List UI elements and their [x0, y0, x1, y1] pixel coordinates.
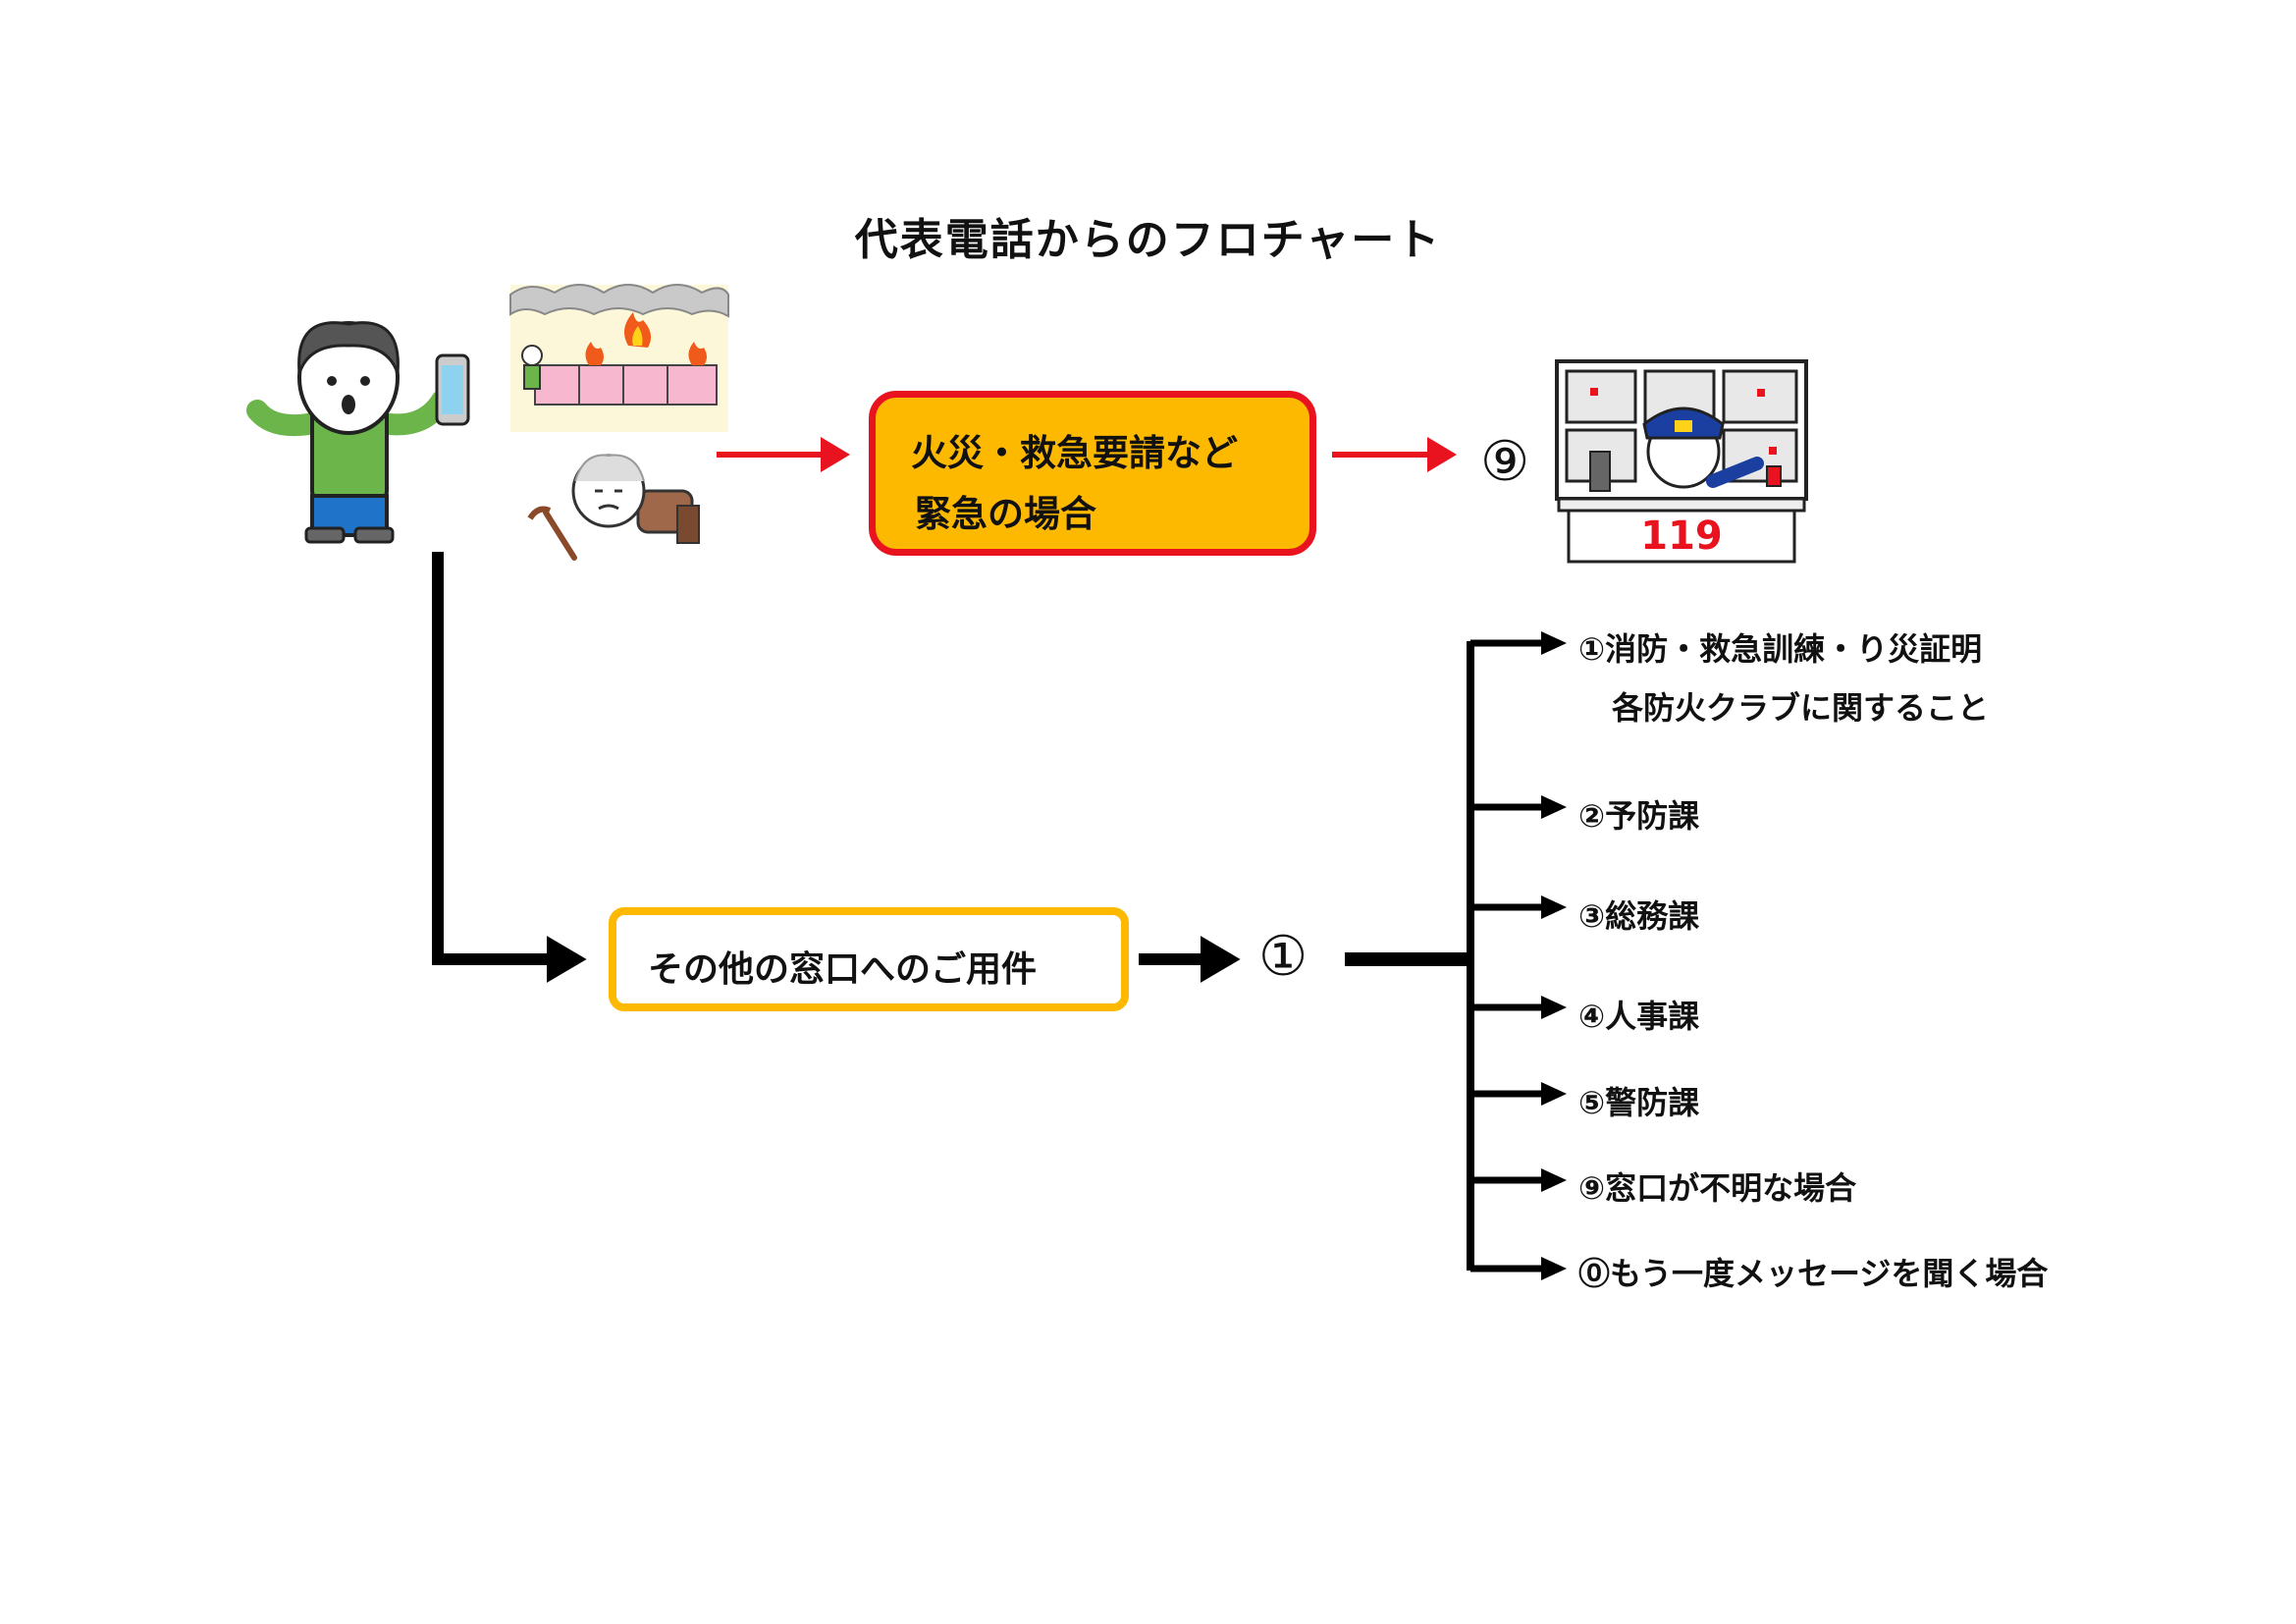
branch-arrowhead-3 [1541, 895, 1567, 919]
option-3: ③総務課 [1578, 897, 1700, 935]
fire-scene-illustration [509, 284, 729, 432]
option-0: ⓪もう一度メッセージを聞く場合 [1578, 1255, 2049, 1292]
page-title: 代表電話からのフロチャート [854, 215, 1442, 265]
emergency-number: ⑨ [1480, 430, 1530, 494]
collapsed-elderly-illustration [527, 454, 700, 561]
branch-arrows [1470, 631, 1567, 1280]
branch-arrowhead-2 [1541, 795, 1567, 819]
option-9: ⑨窓口が不明な場合 [1578, 1169, 1857, 1207]
option-2: ②予防課 [1578, 797, 1700, 835]
option-4: ④人事課 [1578, 998, 1700, 1035]
emergency-box: 火災・救急要請など 緊急の場合 [869, 391, 1316, 556]
branch-arrowhead-5 [1541, 1082, 1567, 1106]
dispatch-operator-illustration [1555, 359, 1808, 564]
caller-illustration [246, 321, 470, 544]
emergency-label-line2: 緊急の場合 [915, 493, 1096, 535]
branch-arrowhead-7 [1541, 1257, 1567, 1280]
branch-arrowhead-1 [1541, 631, 1567, 655]
option-1-line2: 各防火クラブに関すること [1612, 689, 1990, 727]
arrow-caller-to-other [432, 552, 587, 983]
branch-arrowhead-4 [1541, 996, 1567, 1019]
dispatch-sign-119: 119 [1640, 514, 1723, 559]
emergency-label-line1: 火災・救急要請など [911, 432, 1238, 474]
branch-arrowhead-6 [1541, 1168, 1567, 1192]
other-number: ① [1258, 925, 1308, 989]
other-inquiry-label: その他の窓口へのご用件 [648, 949, 1038, 990]
option-5: ⑤警防課 [1578, 1084, 1700, 1121]
option-1-line1: ①消防・救急訓練・り災証明 [1578, 630, 1983, 668]
other-inquiry-box: その他の窓口へのご用件 [609, 907, 1129, 1011]
